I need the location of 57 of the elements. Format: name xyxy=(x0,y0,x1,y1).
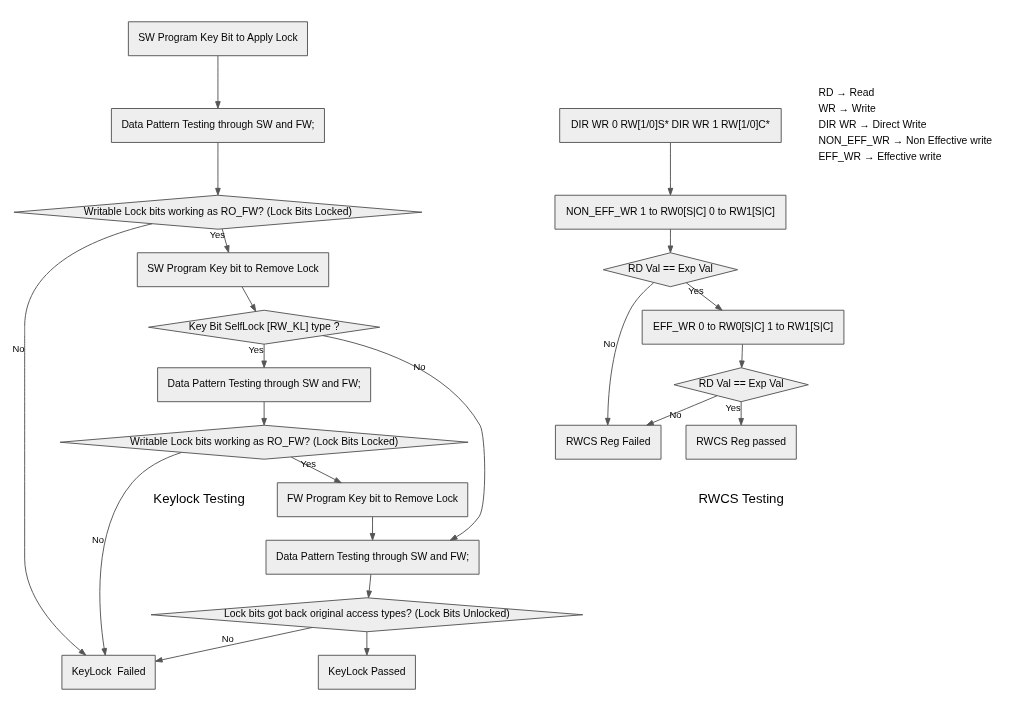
node-box: DIR WR 0 RW[1/0]S* DIR WR 1 RW[1/0]C* xyxy=(559,108,782,143)
node-diamond: Lock bits got back original access types? (Lock Bits Unlocked) xyxy=(150,597,584,633)
label: Keylock Testing xyxy=(153,491,245,507)
label: NON_EFF_WR → Non Effective write xyxy=(818,135,993,147)
arrow xyxy=(646,395,718,426)
edge-label: No xyxy=(603,338,616,350)
node-box: SW Program Key Bit to Apply Lock xyxy=(127,21,308,57)
arrow xyxy=(685,282,723,311)
node-box: RWCS Reg passed xyxy=(685,424,797,460)
node-diamond: RD Val == Exp Val xyxy=(602,252,739,288)
label: WR → Write xyxy=(818,103,876,115)
node-box: KeyLock Passed xyxy=(317,654,416,690)
node-box: Data Pattern Testing through SW and FW; xyxy=(265,539,480,575)
edge-label: No xyxy=(669,409,682,421)
arrow xyxy=(99,451,183,656)
edge-label: No xyxy=(221,632,234,644)
edge-label: Yes xyxy=(300,458,316,470)
node-box: EFF_WR 0 to RW0[S|C] 1 to RW1[S|C] xyxy=(641,309,845,345)
node-box: Data Pattern Testing through SW and FW; xyxy=(110,108,325,143)
node-box: Data Pattern Testing through SW and FW; xyxy=(157,367,372,403)
arrow xyxy=(221,228,230,253)
arrow xyxy=(215,55,221,109)
edge-label: Yes xyxy=(725,401,741,413)
arrow xyxy=(366,573,372,599)
node-diamond: Key Bit SelfLock [RW_KL] type ? xyxy=(148,309,381,345)
edge-label: No xyxy=(91,534,104,546)
arrow xyxy=(261,343,267,368)
arrow xyxy=(605,282,655,426)
label: DIR WR → Direct Write xyxy=(818,119,927,131)
label: RWCS Testing xyxy=(698,491,784,507)
arrow xyxy=(322,335,486,541)
node-diamond: Writable Lock bits working as RO_FW? (Lock Bits Locked) xyxy=(59,424,469,460)
arrow xyxy=(364,631,370,656)
edge-label: Yes xyxy=(209,228,225,240)
node-diamond: RD Val == Exp Val xyxy=(673,367,809,403)
node-box: RWCS Reg Failed xyxy=(554,424,662,460)
arrow xyxy=(369,516,376,541)
node-diamond: Writable Lock bits working as RO_FW? (Lock Bits Locked) xyxy=(13,194,423,230)
arrow xyxy=(261,401,267,426)
node-box: KeyLock Failed xyxy=(61,654,156,690)
arrow xyxy=(241,286,257,312)
label: RD → Read xyxy=(818,87,875,99)
edge-label: No xyxy=(12,343,25,355)
node-box: FW Program Key bit to Remove Lock xyxy=(276,482,469,518)
edge-label: No xyxy=(413,360,426,372)
arrow xyxy=(215,142,221,196)
arrow xyxy=(667,142,674,196)
label: EFF_WR → Effective write xyxy=(818,151,942,163)
arrow xyxy=(738,401,744,426)
arrow xyxy=(667,228,674,253)
node-box: SW Program Key bit to Remove Lock xyxy=(136,252,330,288)
arrow xyxy=(155,627,313,663)
node-box: NON_EFF_WR 1 to RW0[S|C] 0 to RW1[S|C] xyxy=(554,194,787,230)
arrow xyxy=(24,223,153,656)
arrow xyxy=(290,456,342,484)
edge-label: Yes xyxy=(248,344,264,356)
arrow xyxy=(739,343,745,368)
